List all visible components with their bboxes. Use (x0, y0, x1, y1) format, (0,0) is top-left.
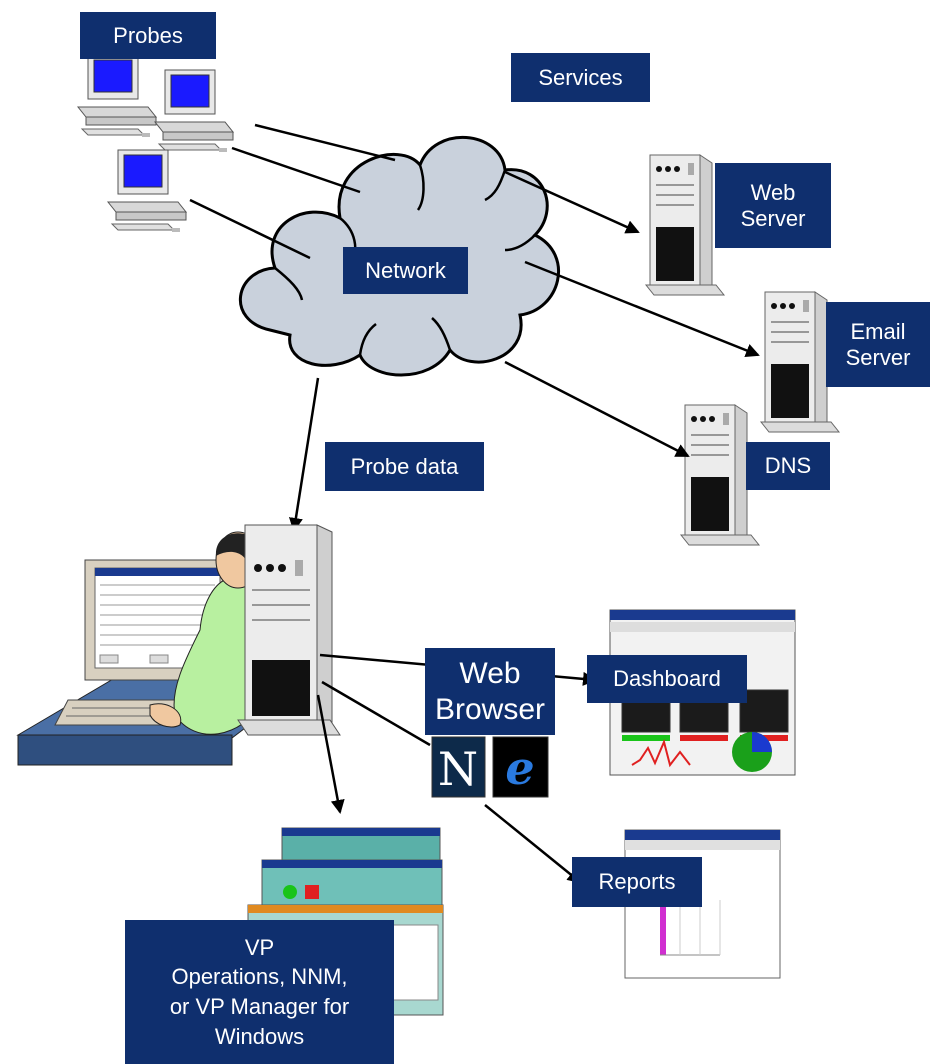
internet-explorer-icon: e (492, 736, 549, 798)
svg-text:e: e (505, 741, 534, 795)
reports-label: Reports (572, 857, 702, 907)
web-server-label: Web Server (715, 163, 831, 248)
dashboard-label: Dashboard (587, 655, 747, 703)
desktop-computer-icon (154, 69, 234, 153)
desktop-computer-icon (77, 54, 157, 138)
operator-workstation-icon (16, 524, 341, 766)
email-server-label: Email Server (826, 302, 930, 387)
web-browser-label: Web Browser (425, 648, 555, 735)
dns-label: DNS (746, 442, 830, 490)
vp-operations-label: VP Operations, NNM, or VP Manager for Wi… (125, 920, 394, 1064)
svg-text:N: N (438, 742, 478, 796)
desktop-computer-icon (107, 149, 187, 233)
services-label: Services (511, 53, 650, 102)
server-tower-icon (645, 154, 725, 296)
netscape-icon: N (431, 736, 486, 798)
probe-data-label: Probe data (325, 442, 484, 491)
network-label: Network (343, 247, 468, 294)
probes-label: Probes (80, 12, 216, 59)
